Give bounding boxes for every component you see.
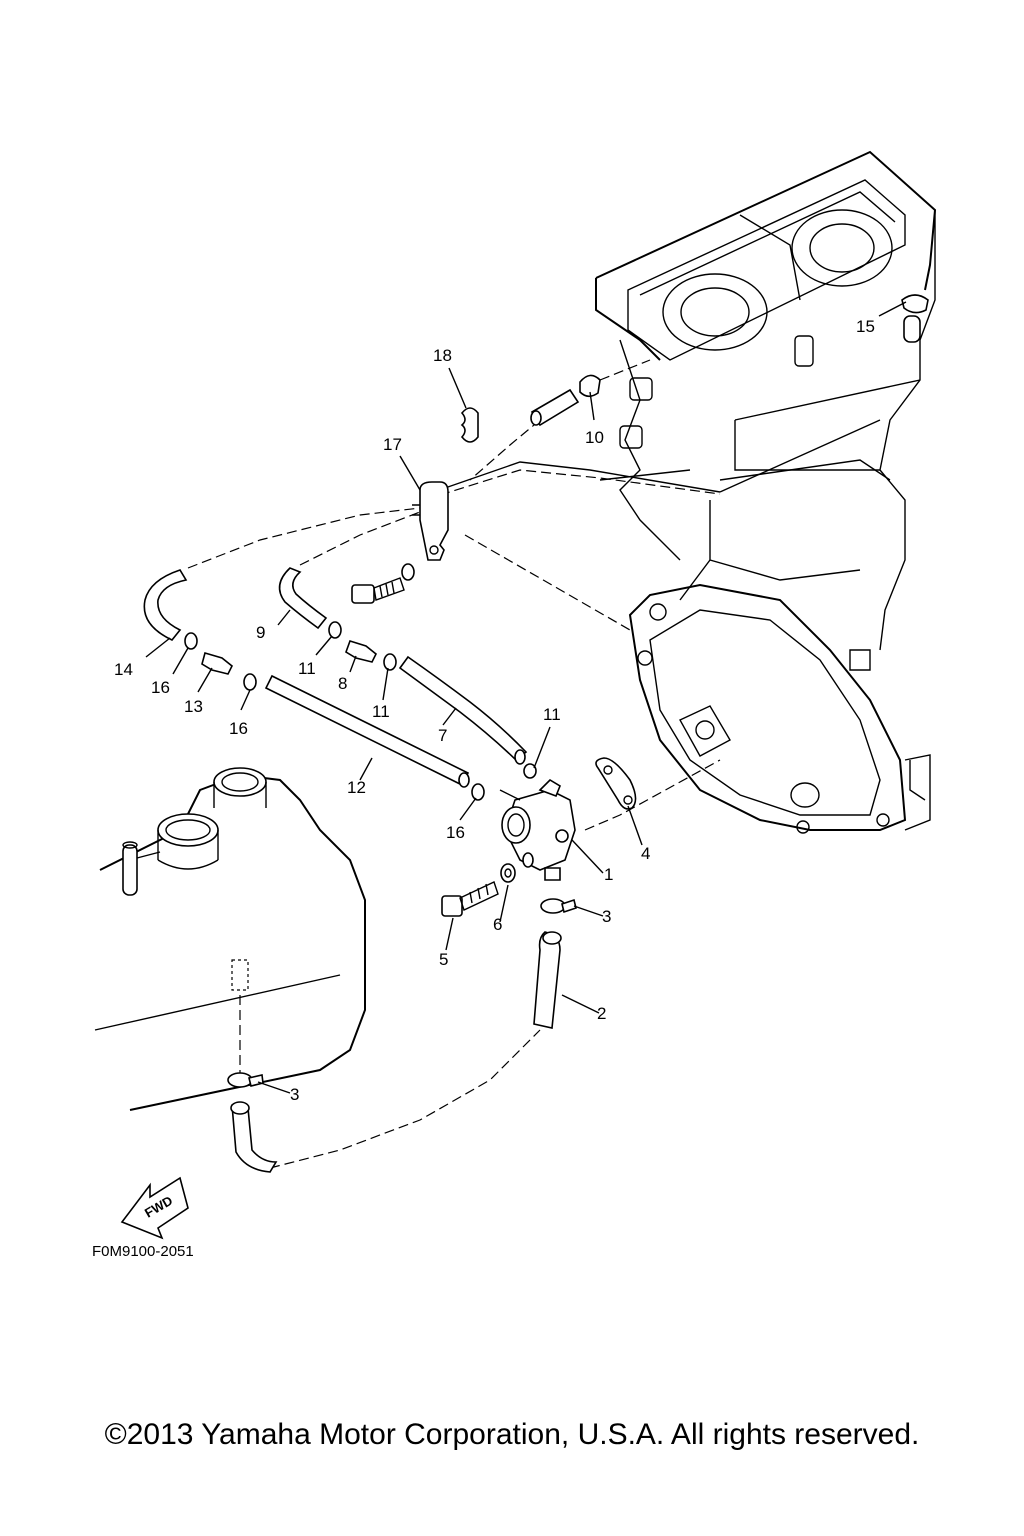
callout-12: 12	[347, 778, 366, 797]
callout-6: 6	[493, 915, 502, 934]
callout-labels: 1 2 3 3 4 5 6 7 8 9 10 11 11 11 12 13 14…	[114, 317, 875, 1104]
callout-11-middle: 11	[372, 702, 390, 721]
callout-9: 9	[256, 623, 265, 642]
callout-17: 17	[383, 435, 402, 454]
part-18-clip	[460, 407, 479, 443]
part-17-bracket	[412, 481, 449, 561]
callout-3-lower: 3	[290, 1085, 299, 1104]
callout-8: 8	[338, 674, 347, 693]
callout-16-lower: 16	[446, 823, 465, 842]
bracket-bolt	[351, 563, 415, 604]
callout-16-left: 16	[151, 678, 170, 697]
part-14-hose	[143, 569, 188, 641]
callout-18: 18	[433, 346, 452, 365]
callout-7: 7	[438, 726, 447, 745]
gear-cover	[628, 583, 931, 834]
callout-11-right: 11	[543, 705, 561, 724]
callout-15: 15	[856, 317, 875, 336]
part-3-clamp-lower	[227, 1072, 264, 1088]
callout-4: 4	[641, 844, 650, 863]
callout-10: 10	[585, 428, 604, 447]
callout-13: 13	[184, 697, 203, 716]
engine-block	[595, 150, 937, 651]
callout-3-upper: 3	[602, 907, 611, 926]
part-6-washer	[500, 852, 534, 883]
part-3-clamp-upper	[540, 898, 577, 914]
callout-16-middle: 16	[229, 719, 248, 738]
fwd-arrow: FWD	[120, 1176, 189, 1240]
part-7-hose	[398, 655, 528, 765]
part-10-clip	[530, 374, 601, 427]
part-15-clip	[901, 294, 929, 343]
part-4-gasket	[595, 757, 637, 810]
small-fittings	[184, 621, 537, 801]
callout-2: 2	[597, 1004, 606, 1023]
part-5-bolt	[441, 881, 499, 917]
figure-code: F0M9100-2051	[92, 1243, 194, 1260]
part-9-hose	[278, 567, 328, 630]
part-12-hose	[264, 674, 470, 788]
callout-1: 1	[604, 865, 613, 884]
fuel-tank	[94, 767, 366, 1111]
leader-lines	[145, 301, 907, 1094]
callout-14: 14	[114, 660, 133, 679]
routing-lines	[187, 359, 881, 1169]
copyright-notice: ©2013 Yamaha Motor Corporation, U.S.A. A…	[104, 1418, 920, 1451]
part-2-hose	[230, 931, 562, 1173]
part-1-fuel-cock	[499, 778, 576, 881]
callout-11-upper: 11	[298, 659, 316, 678]
callout-5: 5	[439, 950, 448, 969]
